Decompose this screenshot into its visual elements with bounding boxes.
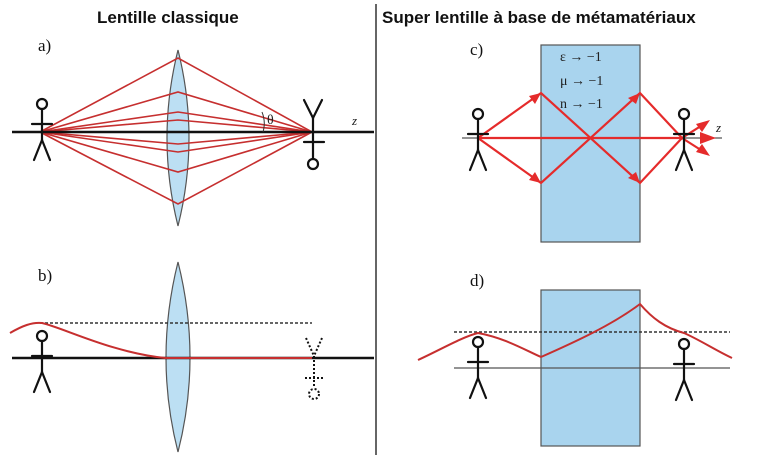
panel-d [417,289,733,447]
angle-label: θ [267,113,274,128]
panel-label-a: a) [38,36,52,55]
blurred-image-figure-b [305,337,323,400]
object-figure-c [466,107,490,172]
object-figure-b [30,329,54,394]
z-axis-label-super: z [716,120,722,135]
title-superlens: Super lentille à base de métamatériaux [382,8,696,27]
panel-a [12,49,374,227]
z-axis-label-classic: z [352,113,358,128]
object-figure-d [466,335,490,400]
metamaterial-slab-c [540,44,641,243]
evanescent-wave-b [9,321,312,359]
evanescent-wave-d [417,302,733,361]
panel-label-c: c) [470,40,484,59]
angle-arc [261,111,265,133]
rays-a [39,57,313,205]
panel-label-b: b) [38,266,53,285]
panel-b [9,261,374,453]
image-figure-c [672,107,696,172]
index-condition: n → −1 [560,97,603,112]
title-classic-lens: Lentille classique [97,8,239,27]
panel-c [462,44,722,243]
image-figure-a [302,98,326,171]
rays-c [477,91,705,185]
ray-arrows-c [529,93,716,183]
panel-label-d: d) [470,271,485,290]
image-figure-d [672,337,696,402]
mu-condition: μ → −1 [560,74,604,89]
object-figure-a [30,97,54,162]
epsilon-condition: ε → −1 [560,50,602,65]
